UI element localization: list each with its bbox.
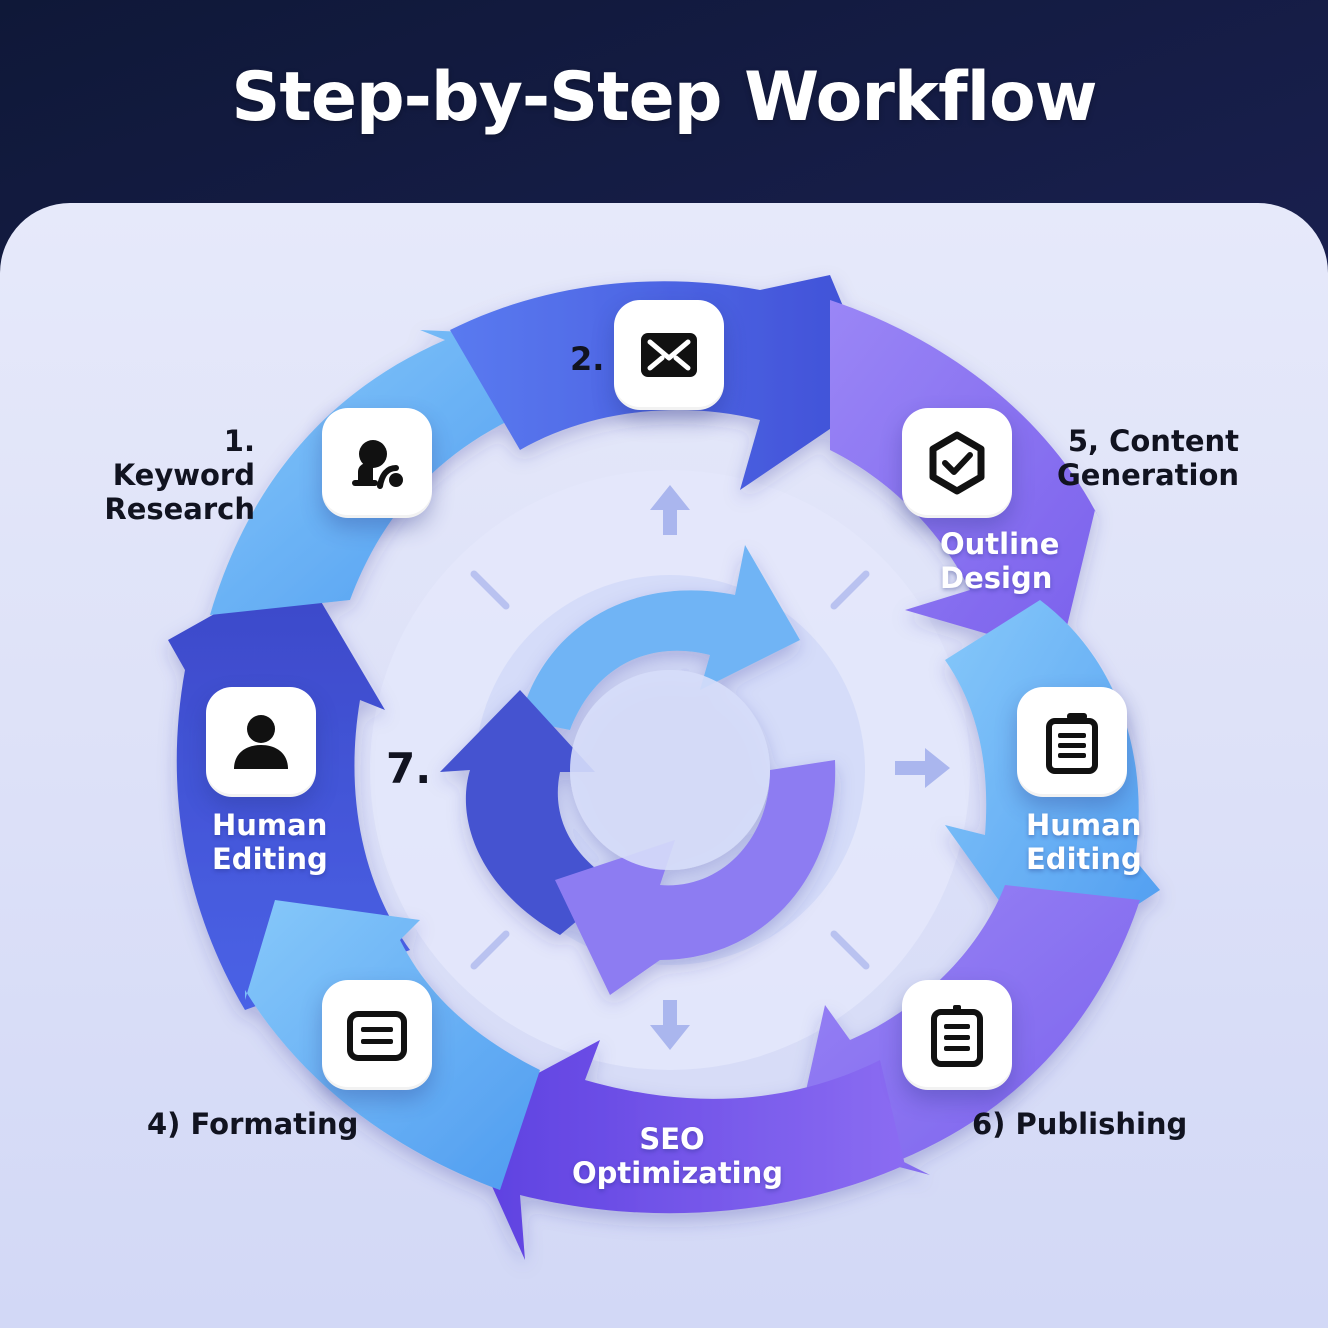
label-content-generation: 5, Content Generation	[1057, 424, 1240, 492]
label-seo-optimizating: SEO Optimizating	[572, 1122, 784, 1190]
person-icon	[234, 715, 288, 769]
shield-check-icon	[929, 431, 985, 495]
ring-segment-bottom	[460, 1040, 905, 1260]
label-publishing: 6) Publishing	[972, 1107, 1188, 1141]
page-title: Step-by-Step Workflow	[231, 58, 1097, 137]
human-editing-right-card[interactable]	[1017, 687, 1127, 797]
center-cycle	[440, 545, 836, 995]
mail-icon	[641, 333, 697, 377]
inner-small-arrows	[650, 485, 950, 1050]
label-formating: 4) Formating	[147, 1107, 359, 1141]
text-box-icon	[347, 1011, 407, 1061]
label-step-2: 2.	[570, 340, 605, 378]
human-editing-left-card[interactable]	[206, 687, 316, 797]
inner-guides	[470, 570, 870, 970]
label-human-editing-right: Human Editing	[1026, 808, 1142, 876]
center-arrow-top	[520, 545, 800, 730]
keyword-research-card[interactable]	[322, 408, 432, 518]
label-human-editing-left: Human Editing	[212, 808, 328, 876]
label-keyword-research: 1. Keyword Research	[104, 424, 255, 526]
formating-card[interactable]	[322, 980, 432, 1090]
user-search-icon	[352, 440, 403, 489]
step-2-card[interactable]	[614, 300, 724, 410]
label-outline-design: Outline Design	[940, 527, 1060, 595]
content-generation-card[interactable]	[902, 408, 1012, 518]
publishing-card[interactable]	[902, 980, 1012, 1090]
center-arrow-bottom	[555, 760, 836, 995]
label-center-step-7: 7.	[386, 744, 432, 793]
clipboard-icon	[931, 1005, 983, 1067]
document-icon	[1046, 713, 1098, 774]
